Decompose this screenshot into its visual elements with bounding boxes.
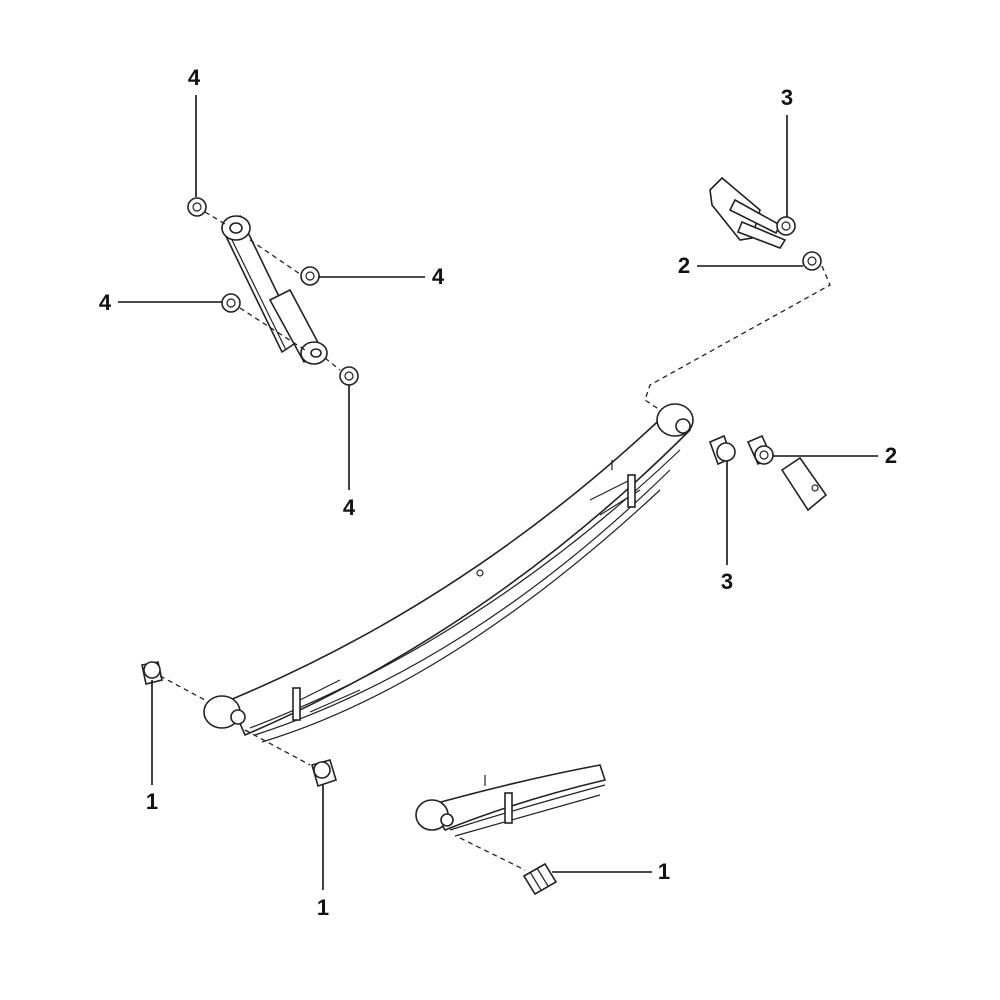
callout-3: 3 xyxy=(780,85,794,110)
callout-4: 4 xyxy=(187,65,201,90)
callout-3: 3 xyxy=(720,569,734,594)
spring-eye-bushes xyxy=(708,434,828,512)
callout-2: 2 xyxy=(884,443,898,468)
inset-leaf-spring xyxy=(415,764,607,896)
callout-2: 2 xyxy=(677,253,691,278)
spring-bolts xyxy=(141,661,337,788)
leader-lines xyxy=(118,95,878,890)
shock-absorber xyxy=(220,214,328,365)
leaf-spring xyxy=(203,403,694,743)
callout-1: 1 xyxy=(145,789,159,814)
callout-4: 4 xyxy=(342,495,356,520)
callout-4: 4 xyxy=(431,264,445,289)
shackle-bracket xyxy=(709,176,822,271)
callout-1: 1 xyxy=(657,859,671,884)
callout-1: 1 xyxy=(316,895,330,920)
callout-4: 4 xyxy=(98,290,112,315)
